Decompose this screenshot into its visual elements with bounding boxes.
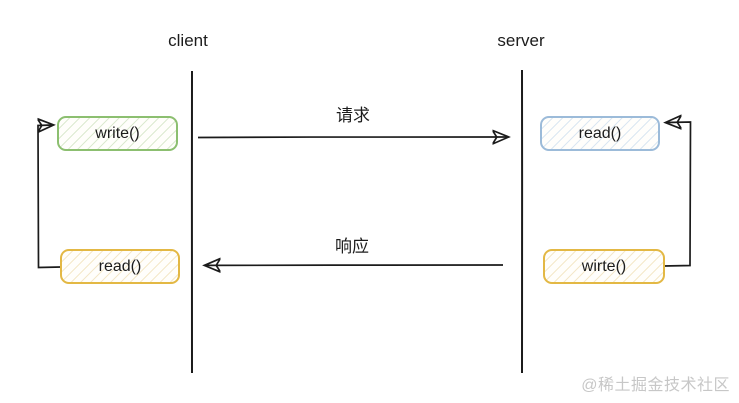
client-read-box: read() — [60, 249, 180, 284]
actor-label-server: server — [497, 31, 545, 50]
server-loop-arrow — [664, 122, 692, 267]
server-write-box: wirte() — [543, 249, 665, 284]
client-write-label: write() — [95, 124, 140, 142]
client-write-box: write() — [57, 116, 178, 151]
server-read-box: read() — [540, 116, 660, 151]
request-arrow — [197, 137, 507, 138]
server-read-label: read() — [578, 124, 622, 142]
client-loop-arrow — [37, 125, 62, 269]
server-write-label: wirte() — [581, 257, 627, 275]
watermark: @稀土掘金技术社区 — [581, 377, 730, 394]
response-label: 响应 — [335, 237, 369, 256]
client-read-label: read() — [98, 257, 142, 275]
request-label: 请求 — [336, 106, 370, 125]
actor-label-client: client — [168, 31, 208, 50]
